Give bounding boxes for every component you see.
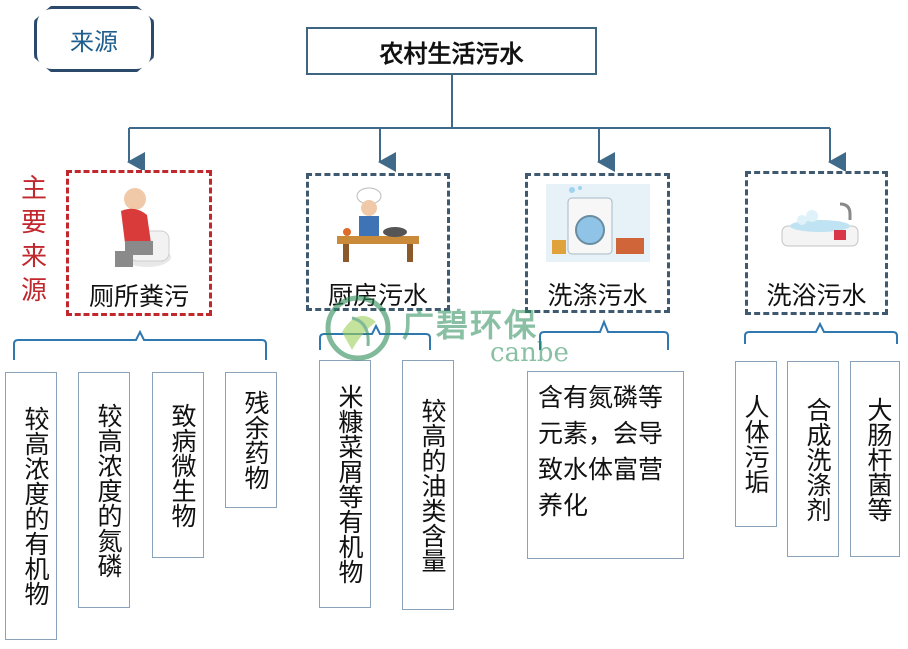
category-kitchen: 厨房污水 xyxy=(306,173,450,311)
source-tag-frame xyxy=(34,6,154,72)
leaf-bath-ecoli: 大肠杆菌等 xyxy=(850,361,900,557)
leaf-kitchen-oil: 较高的油类含量 xyxy=(402,360,454,610)
toilet-person-icon xyxy=(115,188,171,267)
root-node: 农村生活污水 xyxy=(306,27,597,75)
leaf-toilet-nitrogen-phosphorus: 较高浓度的氮磷 xyxy=(78,372,130,608)
category-laundry: 洗涤污水 xyxy=(525,173,670,313)
watermark-brand: 广碧环保 xyxy=(402,306,539,344)
chef-cooking-icon xyxy=(337,187,419,262)
brand-logo-icon xyxy=(325,295,391,361)
category-label-laundry: 洗涤污水 xyxy=(547,281,648,310)
leaf-bath-detergent: 合成洗涤剂 xyxy=(787,361,839,557)
leaf-toilet-pathogens: 致病微生物 xyxy=(152,372,204,558)
category-label-toilet: 厕所粪污 xyxy=(88,282,189,311)
washing-machine-icon xyxy=(546,184,650,262)
leaf-toilet-organics: 较高浓度的有机物 xyxy=(5,372,57,640)
side-label: 主要来源 xyxy=(20,174,47,306)
leaf-kitchen-organics: 米糠菜屑等有机物 xyxy=(319,360,371,608)
leaf-laundry-eutrophication: 含有氮磷等元素，会导致水体富营养化 xyxy=(527,371,684,559)
category-label-bath: 洗浴污水 xyxy=(766,281,867,310)
leaf-bath-body-dirt: 人体污垢 xyxy=(735,361,777,527)
leaf-toilet-drug-residue: 残余药物 xyxy=(225,372,277,508)
watermark-sub: canbe xyxy=(490,338,569,368)
source-tag: 来源 xyxy=(70,27,118,56)
category-toilet: 厕所粪污 xyxy=(66,170,212,316)
category-bath: 洗浴污水 xyxy=(745,171,888,315)
bathtub-icon xyxy=(781,202,859,247)
